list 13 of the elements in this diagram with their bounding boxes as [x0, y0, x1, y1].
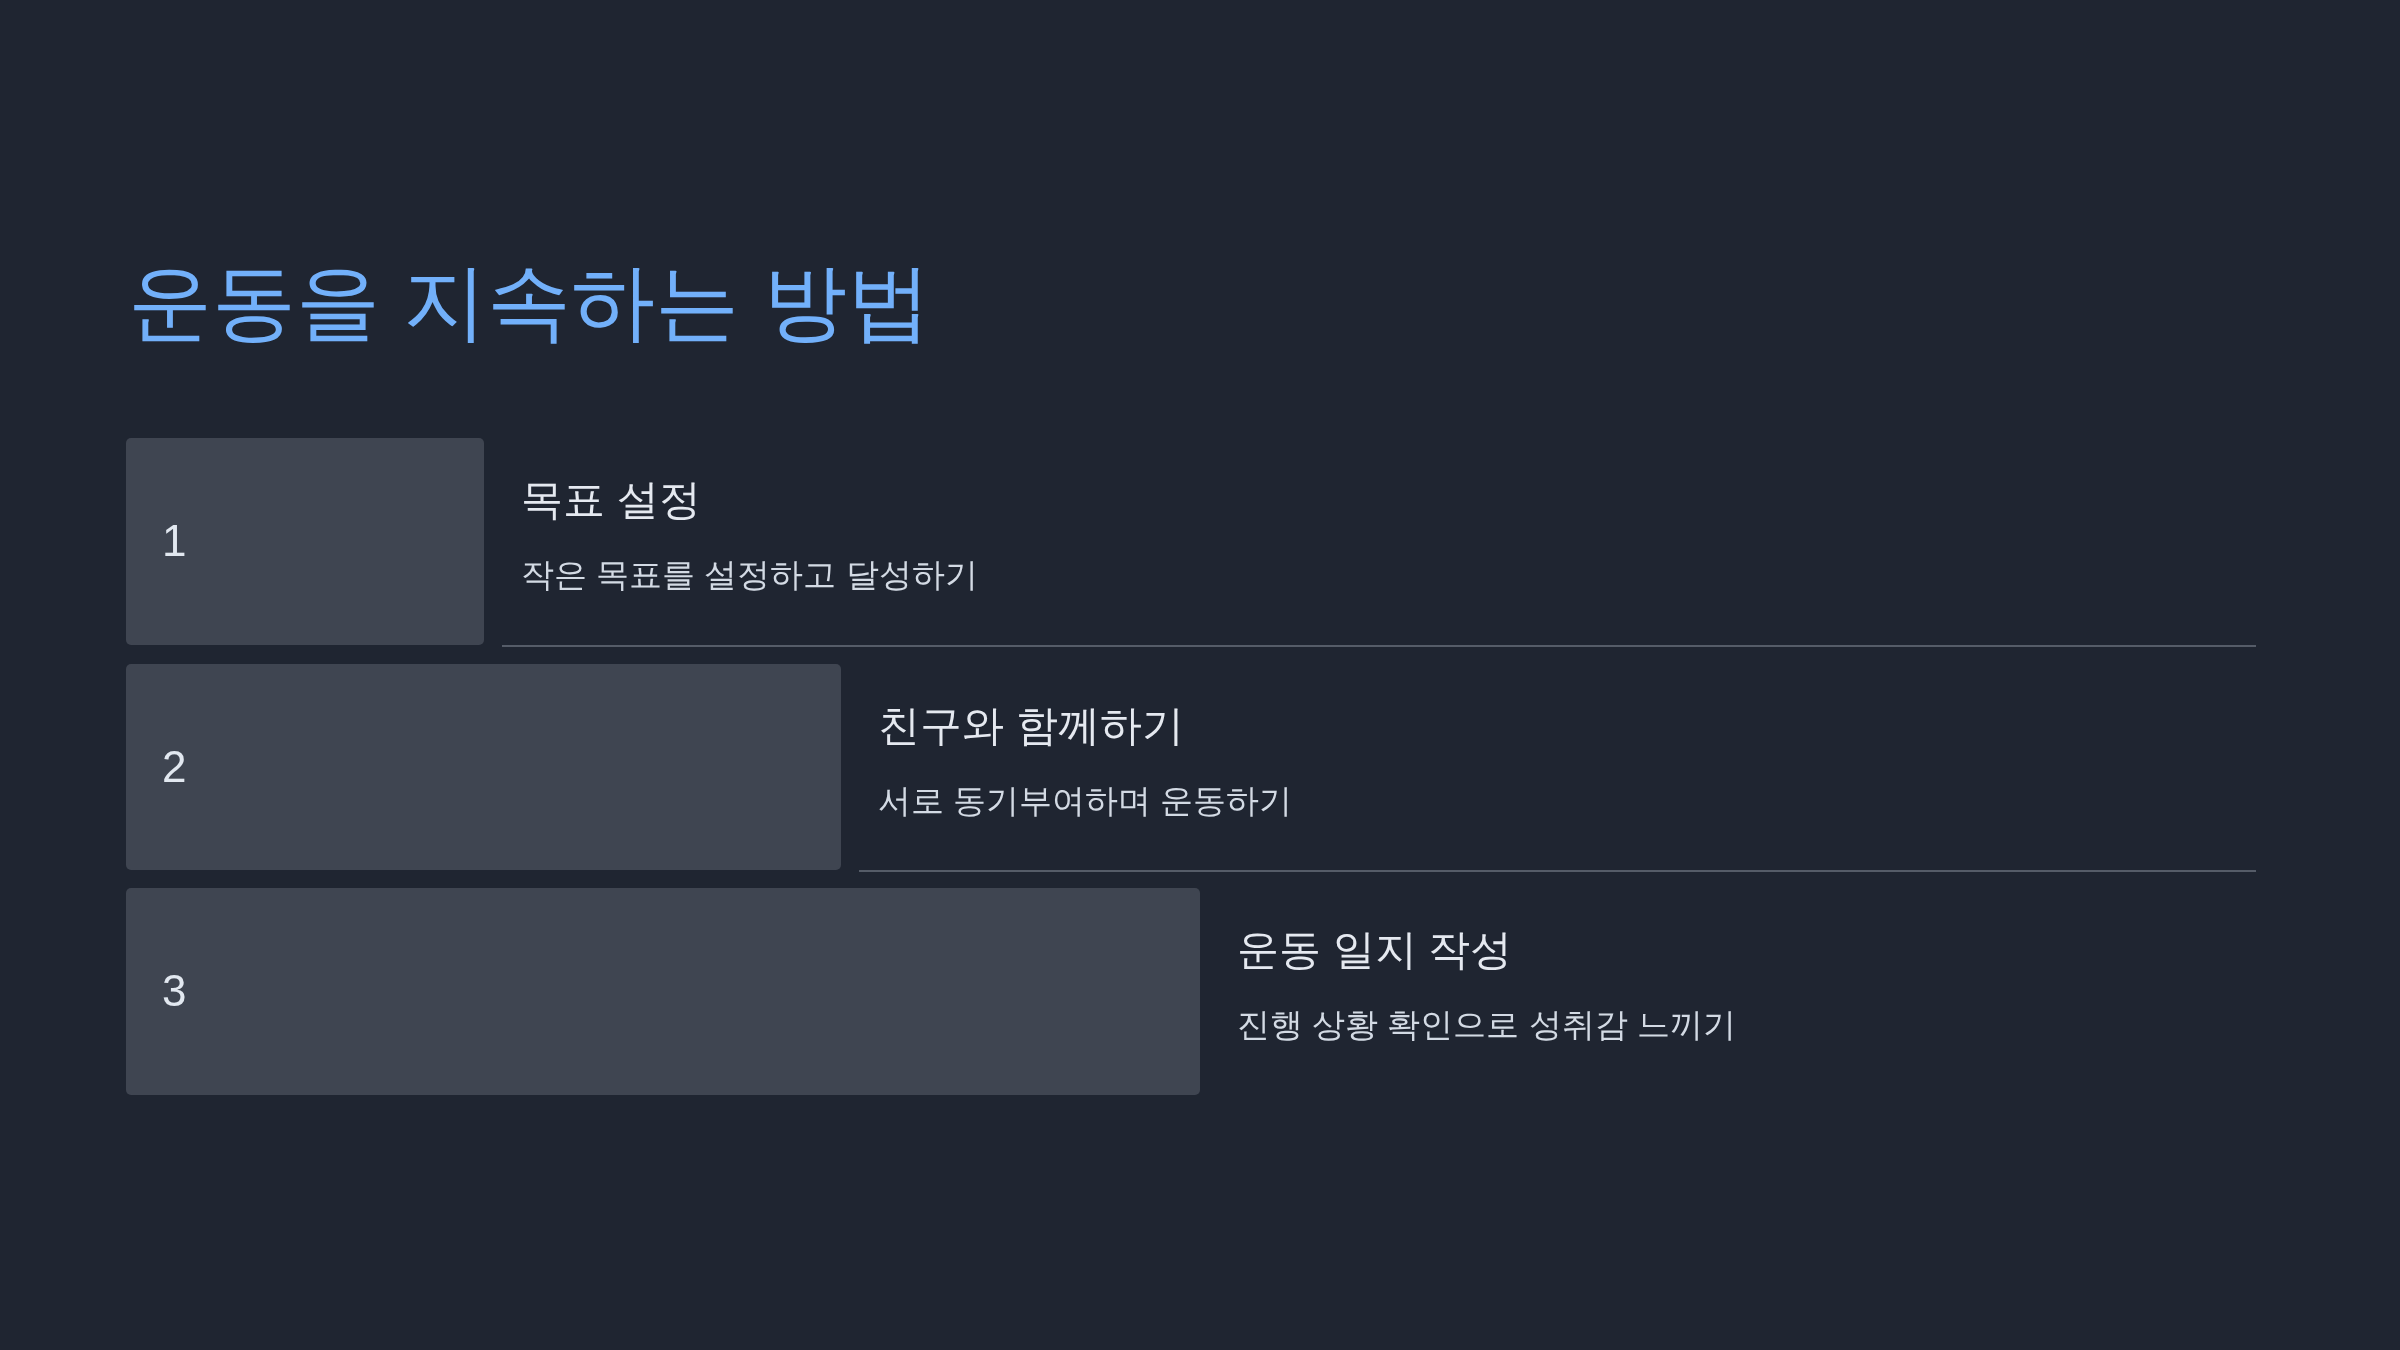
step-description: 작은 목표를 설정하고 달성하기: [521, 555, 978, 595]
step-heading: 운동 일지 작성: [1237, 925, 1513, 975]
step-heading: 목표 설정: [521, 475, 701, 525]
step-number: 1: [162, 515, 187, 568]
step-description: 진행 상황 확인으로 성취감 느끼기: [1237, 1005, 1736, 1045]
title: 운동을 지속하는 방법: [128, 254, 931, 351]
step-bar: [126, 438, 484, 645]
step-bar: [126, 664, 841, 870]
step-number: 2: [162, 740, 187, 793]
step-bar: [126, 888, 1200, 1095]
step-number: 3: [162, 965, 187, 1018]
step-heading: 친구와 함께하기: [878, 701, 1184, 751]
step-description: 서로 동기부여하며 운동하기: [878, 781, 1293, 821]
